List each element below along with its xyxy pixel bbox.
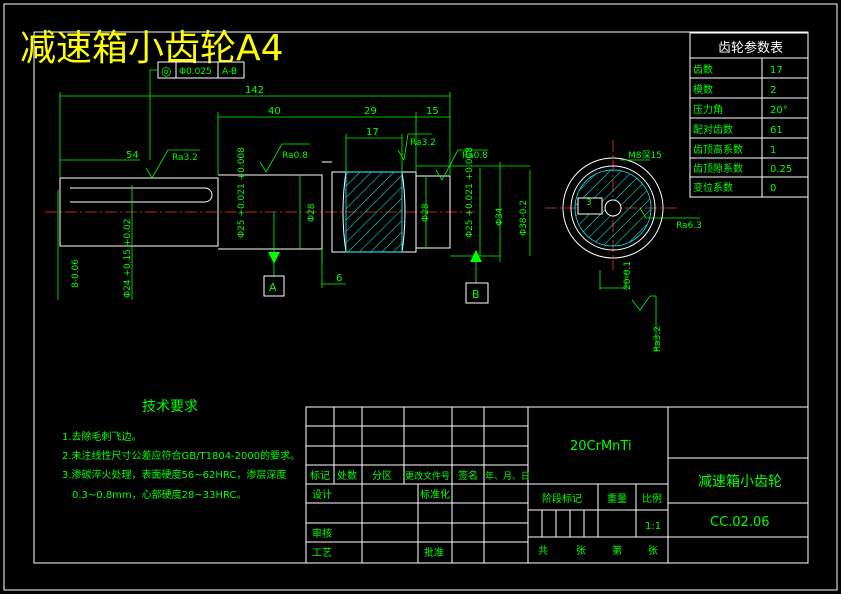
dim-length-17: 17 xyxy=(366,127,379,138)
dim-length-29: 29 xyxy=(364,106,377,117)
gear-row-label: 齿顶高系数 xyxy=(693,143,743,156)
tech-line: 1.去除毛刺飞边。 xyxy=(62,430,142,443)
gear-row-value: 1 xyxy=(770,145,776,156)
gear-row-label: 配对齿数 xyxy=(693,123,733,136)
roughness-label: Ra0.8 xyxy=(462,151,488,161)
dim-diameter-34: Φ34 xyxy=(495,207,505,226)
label-process: 工艺 xyxy=(312,547,332,559)
datum-a: A xyxy=(263,212,285,297)
label-total: 共 xyxy=(538,545,548,557)
dim-diameter-28: Φ28 xyxy=(421,203,431,222)
gear-row-label: 变位系数 xyxy=(693,181,733,194)
roughness-icon xyxy=(259,143,310,173)
gear-row-value: 2 xyxy=(770,85,776,96)
label-stage-mark: 阶段标记 xyxy=(542,492,582,505)
gear-row-label: 齿数 xyxy=(693,63,713,76)
dim-diameter-24: Φ24 +0.15 +0.02 xyxy=(123,219,133,298)
roughness-label: Ra3.2 xyxy=(653,326,663,352)
label-sheets: 张 xyxy=(576,545,586,557)
dim-length-54: 54 xyxy=(126,150,139,161)
part-name: 减速箱小齿轮 xyxy=(698,474,782,490)
dim-length-40: 40 xyxy=(268,106,281,117)
label-review: 审核 xyxy=(312,527,332,540)
label-standard: 标准化 xyxy=(420,488,450,501)
roughness-icon xyxy=(631,295,657,352)
dim-keyway-3: 3 xyxy=(586,198,592,208)
dim-length-6: 6 xyxy=(336,273,342,284)
gear-row-label: 压力角 xyxy=(693,103,723,116)
label-count: 处数 xyxy=(337,469,357,482)
dim-diameter-28: Φ28 xyxy=(307,203,317,222)
dim-diameter-25: Φ25 +0.021 +0.008 xyxy=(465,147,475,238)
gear-table-title: 齿轮参数表 xyxy=(718,40,783,56)
title-block: 20CrMnTi 减速箱小齿轮 CC.02.06 1:1 标记 处数 分区 更改… xyxy=(305,406,809,564)
dim-keyway-depth: 20-0.1 xyxy=(623,261,633,290)
tech-requirements: 技术要求 1.去除毛刺飞边。 2.未注线性尺寸公差应符合GB/T1804-200… xyxy=(62,399,300,501)
dim-overall-length: 142 xyxy=(245,85,264,96)
tech-line: 3.渗碳淬火处理，表面硬度56~62HRC，渗层深度 xyxy=(62,468,286,481)
roughness-label: Ra0.8 xyxy=(282,151,308,161)
material: 20CrMnTi xyxy=(570,439,632,454)
label-sheet: 张 xyxy=(648,545,658,557)
tolerance-value: Φ0.025 xyxy=(179,67,212,77)
dim-thread: M8深15 xyxy=(628,150,662,161)
gear-param-table: 齿轮参数表 齿数 17 模数 2 压力角 20° 配对齿数 61 齿顶高系数 1… xyxy=(689,32,809,198)
label-weight: 重量 xyxy=(607,492,627,505)
concentricity-icon: ◎ xyxy=(161,64,171,78)
outer-frame xyxy=(3,3,838,591)
scale-value: 1:1 xyxy=(645,521,661,532)
label-zone: 分区 xyxy=(372,470,392,482)
datum-label: A xyxy=(269,281,277,294)
roughness-icon xyxy=(397,133,432,162)
roughness-icon xyxy=(435,149,488,181)
dim-length-15: 15 xyxy=(426,106,439,117)
roughness-icon xyxy=(145,149,200,179)
roughness-symbols: Ra3.2 Ra0.8 Ra3.2 Ra0.8 Ra6.3 Ra3.2 xyxy=(145,133,702,352)
datum-b: B xyxy=(465,250,489,304)
dim-diameter-25: Φ25 +0.021 +0.008 xyxy=(237,147,247,238)
label-ratio: 比例 xyxy=(642,492,662,505)
label-date: 年、月、日 xyxy=(485,470,530,482)
geometric-tolerance-frame: ◎ Φ0.025 A-B xyxy=(149,61,245,160)
label-sign: 签名 xyxy=(458,469,478,482)
drawing-number: CC.02.06 xyxy=(710,515,770,530)
tolerance-datum: A-B xyxy=(222,67,237,77)
roughness-label: Ra3.2 xyxy=(410,138,436,148)
roughness-label: Ra6.3 xyxy=(676,221,702,231)
gear-row-label: 齿顶隙系数 xyxy=(693,162,743,175)
section-view: 3 M8深15 20-0.1 xyxy=(545,140,680,290)
dim-length-8: 8-0.06 xyxy=(71,259,81,288)
roughness-label: Ra3.2 xyxy=(172,153,198,163)
dim-diameter-38: Φ38-0.2 xyxy=(519,200,529,236)
datum-label: B xyxy=(472,288,480,301)
tech-title: 技术要求 xyxy=(142,399,198,415)
tech-line: 2.未注线性尺寸公差应符合GB/T1804-2000的要求。 xyxy=(62,449,300,462)
label-change-doc: 更改文件号 xyxy=(405,470,450,482)
gear-row-value: 17 xyxy=(770,65,783,76)
label-sheet-no: 第 xyxy=(612,544,622,557)
gear-section-hatch xyxy=(345,171,403,253)
gear-row-value: 20° xyxy=(770,105,788,116)
shaft-main-view xyxy=(45,161,475,253)
gear-row-value: 61 xyxy=(770,125,783,136)
label-approve: 批准 xyxy=(424,546,444,559)
label-design: 设计 xyxy=(312,488,332,501)
label-mark: 标记 xyxy=(310,470,330,482)
dimensions: 142 40 29 15 54 17 6 xyxy=(57,85,531,300)
gear-row-value: 0 xyxy=(770,183,776,194)
gear-row-value: 0.25 xyxy=(770,164,792,175)
gear-row-label: 模数 xyxy=(693,83,713,96)
tech-line: 0.3~0.8mm，心部硬度28~33HRC。 xyxy=(72,488,246,501)
